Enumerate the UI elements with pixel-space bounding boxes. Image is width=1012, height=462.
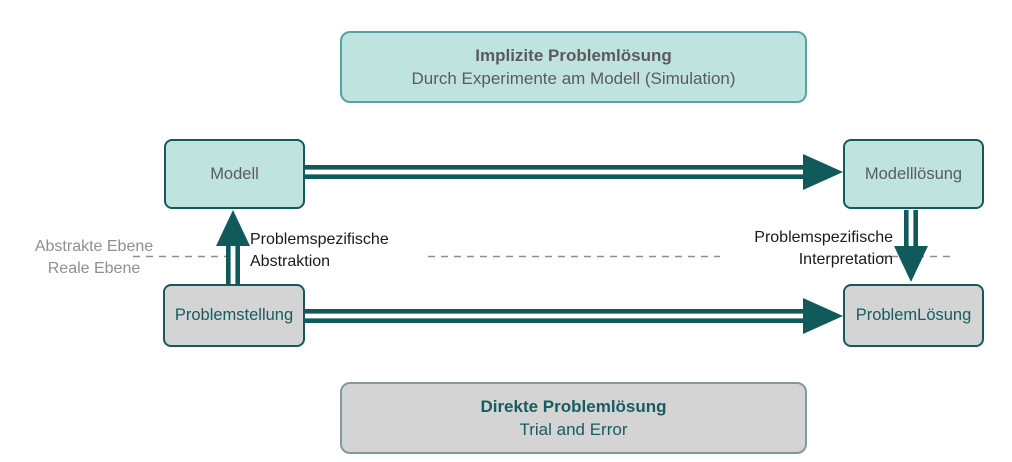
arrowhead-up-icon	[216, 210, 250, 246]
abstract-level-label: Abstrakte Ebene	[34, 238, 154, 255]
abstraction-label: Problemspezifische Abstraktion	[250, 229, 389, 273]
interpretation-label: Problemspezifische Interpretation	[743, 227, 893, 271]
level-labels: Abstrakte Ebene Reale Ebene	[19, 236, 169, 279]
node-problemstellung: Problemstellung	[163, 284, 305, 347]
arrow-abstraction-up	[216, 210, 250, 285]
node-modellloesung-label: Modelllösung	[864, 164, 963, 183]
arrowhead-right-icon	[803, 154, 843, 190]
real-level-label: Reale Ebene	[47, 259, 141, 277]
node-problemloesung-label: ProblemLösung	[855, 306, 972, 324]
bottom-banner: Direkte Problemlösung Trial and Error	[340, 382, 807, 454]
arrow-modell-to-modellloesung	[304, 154, 843, 190]
node-problemstellung-label: Problemstellung	[174, 306, 294, 324]
arrow-problemstellung-to-problemloesung	[304, 298, 843, 334]
top-banner-subtitle: Durch Experimente am Modell (Simulation)	[411, 69, 736, 88]
node-problemloesung: ProblemLösung	[843, 284, 984, 347]
bottom-banner-title: Direkte Problemlösung	[480, 397, 667, 416]
node-modell: Modell	[164, 139, 305, 209]
interpretation-label-line2: Interpretation	[798, 251, 893, 268]
abstraction-label-line1: Problemspezifische	[250, 231, 389, 248]
bottom-banner-subtitle: Trial and Error	[519, 420, 628, 439]
abstraction-label-line2: Abstraktion	[250, 253, 331, 270]
node-modell-label: Modell	[210, 164, 259, 183]
top-banner-title: Implizite Problemlösung	[475, 46, 672, 65]
arrowhead-right-icon	[803, 298, 843, 334]
arrow-interpretation-down	[894, 210, 928, 282]
node-modellloesung: Modelllösung	[843, 139, 984, 209]
arrowhead-down-icon	[894, 246, 928, 282]
top-banner: Implizite Problemlösung Durch Experiment…	[340, 31, 807, 103]
interpretation-label-line1: Problemspezifische	[754, 229, 893, 246]
